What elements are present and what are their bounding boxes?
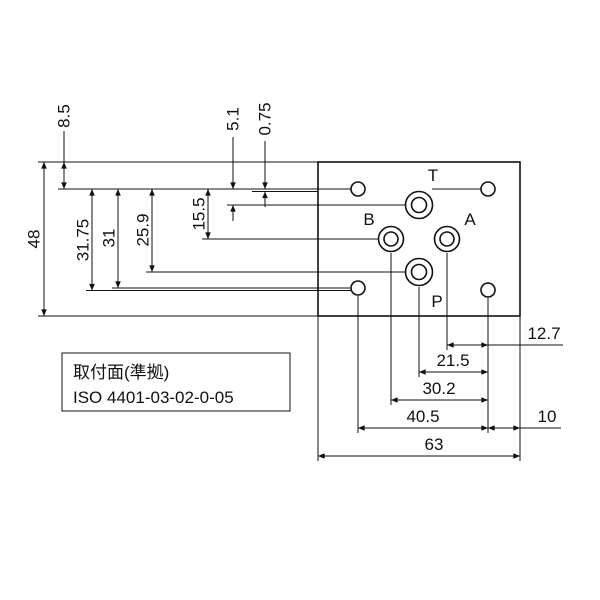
dimension-b-to-hole: 30.2: [391, 379, 488, 403]
mounting-hole-bottom-right: [480, 282, 496, 298]
dim-label-25-9: 25.9: [134, 213, 153, 246]
dimension-plate-width: 63: [318, 435, 520, 459]
port-a-label: A: [464, 210, 476, 229]
note-box: 取付面(準拠) ISO 4401-03-02-0-05: [61, 352, 291, 412]
dimension-hole-offset: 0.75: [256, 102, 275, 207]
dimension-a-to-hole: 12.7: [447, 324, 563, 348]
port-labels: T B A P: [363, 166, 476, 311]
note-box-frame: [61, 352, 291, 412]
dimension-to-port-p: 25.9: [134, 189, 155, 272]
port-b-label: B: [363, 210, 374, 229]
note-line-2: ISO 4401-03-02-0-05: [73, 388, 234, 407]
dim-label-8-5: 8.5: [55, 104, 74, 128]
dim-label-31-75: 31.75: [74, 219, 93, 262]
dimension-hole-to-edge: 10: [488, 407, 561, 431]
port-p-label: P: [431, 292, 442, 311]
dimension-holes-width: 40.5: [358, 407, 488, 431]
port-p-inner: [410, 263, 428, 281]
dimension-plate-height: 48: [25, 162, 47, 316]
port-b-inner: [383, 231, 399, 247]
dimension-to-port-t: 5.1: [224, 107, 243, 221]
dimension-to-ports-ab: 15.5: [190, 189, 211, 239]
mounting-hole-top-left: [350, 181, 366, 197]
dim-label-15-5: 15.5: [190, 197, 209, 230]
port-t-inner: [410, 196, 428, 214]
dim-label-0-75: 0.75: [256, 102, 275, 135]
port-a-inner: [439, 231, 455, 247]
dim-label-40-5: 40.5: [406, 407, 439, 426]
dimension-holes-span: 31: [100, 189, 121, 288]
valve-plate: [317, 161, 521, 317]
dimension-holes-span-b: 31.75: [74, 189, 95, 291]
note-line-1: 取付面(準拠): [73, 363, 169, 382]
dimension-edge-to-holes: 8.5: [55, 104, 74, 189]
dim-label-30-2: 30.2: [422, 379, 455, 398]
dim-label-63: 63: [425, 435, 444, 454]
dim-label-31: 31: [100, 229, 119, 248]
dim-label-48: 48: [25, 230, 44, 249]
mounting-hole-bottom-left: [350, 280, 366, 296]
dim-label-10: 10: [538, 407, 557, 426]
dim-label-21-5: 21.5: [436, 351, 469, 370]
dimension-pt-to-hole: 21.5: [419, 351, 488, 375]
mounting-hole-top-right: [480, 181, 496, 197]
extension-lines: [38, 161, 521, 461]
dim-label-12-7: 12.7: [527, 324, 560, 343]
dim-label-5-1: 5.1: [224, 107, 243, 131]
port-t-label: T: [428, 166, 438, 185]
